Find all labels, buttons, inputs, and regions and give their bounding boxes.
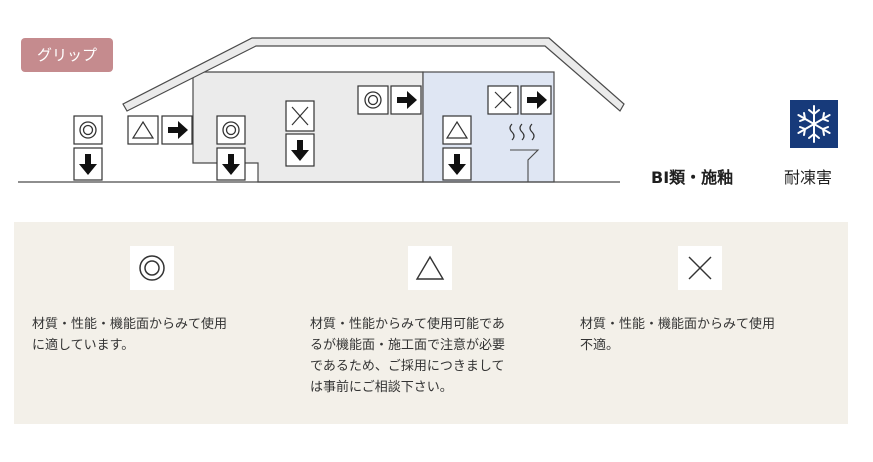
material-spec-label: BI類・施釉 — [651, 168, 734, 187]
legend-panel: 材質・性能・機能面からみて使用 に適しています。 材質・性能からみて使用可能であ… — [14, 222, 848, 424]
triangle-icon — [408, 246, 452, 290]
steam-icon — [509, 123, 535, 141]
legend-text: 材質・性能・機能面からみて使用 に適しています。 — [32, 317, 228, 353]
roof — [122, 37, 625, 112]
cross-icon — [678, 246, 722, 290]
wall-symbol-bathroom — [487, 85, 552, 115]
wall-symbol-interior — [357, 85, 422, 115]
legend-item-caution: 材質・性能からみて使用可能であ るが機能面・施工面で注意が必要 であるため、ご採… — [310, 246, 550, 398]
floor-symbol-entrance — [216, 115, 246, 181]
bathtub — [510, 149, 540, 182]
legend-text: 材質・性能・機能面からみて使用 不適。 — [580, 317, 776, 353]
snowflake-icon — [790, 100, 838, 148]
legend-item-unsuitable: 材質・性能・機能面からみて使用 不適。 — [580, 246, 820, 356]
floor-symbol-outside — [73, 115, 103, 181]
category-badge: グリップ — [21, 38, 113, 72]
wall-symbol-eave — [127, 115, 193, 145]
frost-resistance-label: 耐凍害 — [784, 168, 833, 187]
floor-symbol-interior — [285, 100, 315, 167]
double-circle-icon — [130, 246, 174, 290]
floor-symbol-bathroom — [442, 115, 472, 181]
legend-item-suitable: 材質・性能・機能面からみて使用 に適しています。 — [32, 246, 272, 356]
house-diagram — [18, 37, 625, 183]
legend-text: 材質・性能からみて使用可能であ るが機能面・施工面で注意が必要 であるため、ご採… — [310, 317, 506, 395]
